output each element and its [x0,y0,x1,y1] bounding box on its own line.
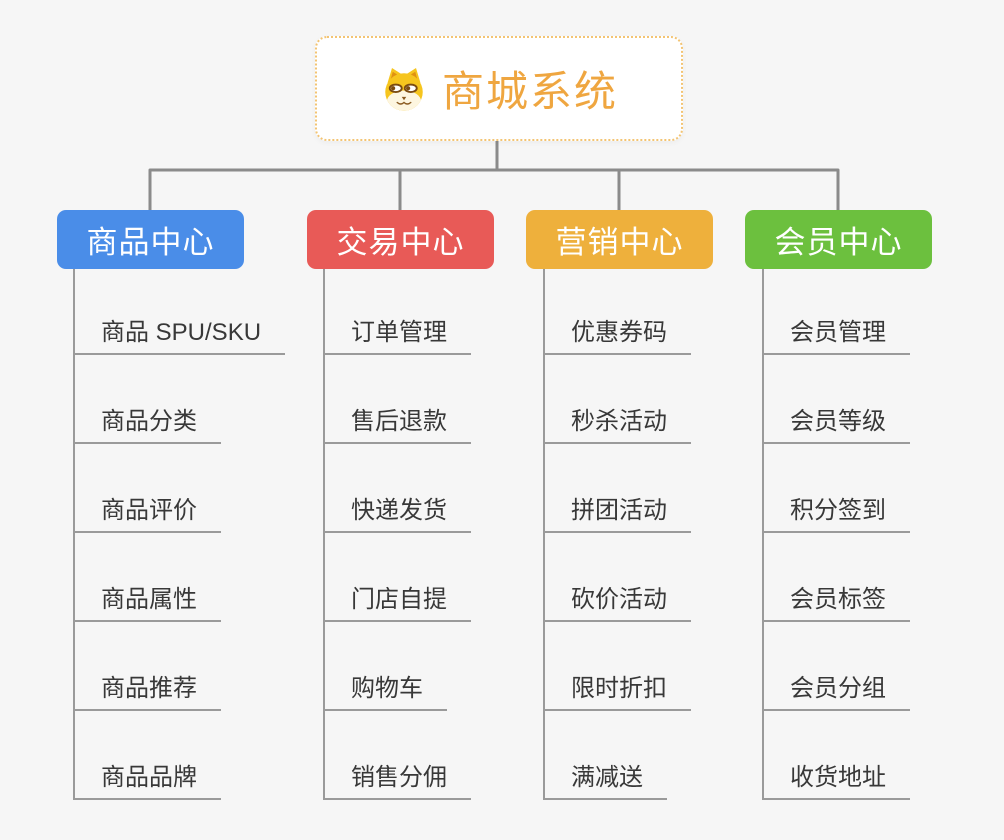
leaf-node[interactable]: 售后退款 [323,409,471,444]
leaf-node[interactable]: 门店自提 [323,587,471,622]
leaf-node[interactable]: 商品推荐 [73,676,221,711]
leaf-node[interactable]: 积分签到 [762,498,910,533]
leaf-node[interactable]: 商品评价 [73,498,221,533]
leaf-node[interactable]: 砍价活动 [543,587,691,622]
leaf-node[interactable]: 会员分组 [762,676,910,711]
branch-spine [543,269,545,800]
leaf-node[interactable]: 商品品牌 [73,765,221,800]
branch-spine [73,269,75,800]
leaf-node[interactable]: 购物车 [323,676,447,711]
leaf-node[interactable]: 销售分佣 [323,765,471,800]
leaf-node[interactable]: 优惠券码 [543,320,691,355]
branch-marketing-center[interactable]: 营销中心 [526,210,713,269]
root-title: 商城系统 [441,68,618,115]
root-node[interactable]: 商城系统 [315,36,683,141]
leaf-node[interactable]: 会员管理 [762,320,910,355]
branch-spine [323,269,325,800]
connector-path [148,139,840,213]
branch-trade-center[interactable]: 交易中心 [307,210,494,269]
leaf-node[interactable]: 商品分类 [73,409,221,444]
leaf-node[interactable]: 拼团活动 [543,498,691,533]
leaf-node[interactable]: 商品 SPU/SKU [73,320,286,355]
leaf-node[interactable]: 满减送 [543,765,667,800]
leaf-node[interactable]: 会员等级 [762,409,910,444]
shiba-dog-icon [385,67,423,111]
leaf-node[interactable]: 快递发货 [323,498,471,533]
branch-product-center[interactable]: 商品中心 [57,210,244,269]
branch-member-center[interactable]: 会员中心 [745,210,932,269]
leaf-node[interactable]: 秒杀活动 [543,409,691,444]
branch-spine [762,269,764,800]
leaf-node[interactable]: 限时折扣 [543,676,691,711]
leaf-node[interactable]: 订单管理 [323,320,471,355]
leaf-node[interactable]: 商品属性 [73,587,221,622]
leaf-node[interactable]: 会员标签 [762,587,910,622]
leaf-node[interactable]: 收货地址 [762,765,910,800]
